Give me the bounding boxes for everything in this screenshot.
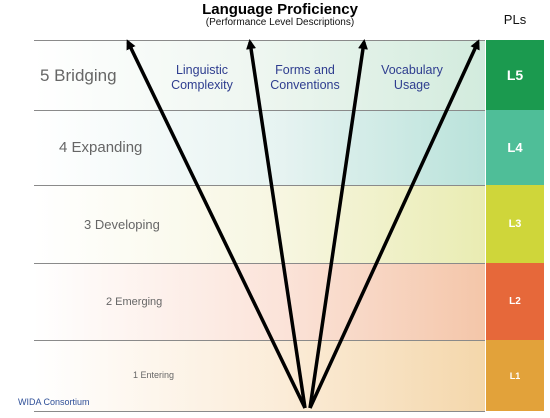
- level-label-2: 2 Emerging: [106, 296, 163, 308]
- diagram-title: Language Proficiency: [202, 1, 358, 18]
- divider-4-3: [34, 185, 485, 186]
- band-level-4: [34, 110, 485, 185]
- arrow-up-left-outer: [126, 39, 307, 409]
- credit-text: WIDA Consortium: [18, 397, 90, 407]
- pl-cell-l1: L1: [486, 340, 544, 412]
- diagram-subtitle: (Performance Level Descriptions): [205, 17, 355, 28]
- arrow-up-left-inner: [246, 39, 307, 409]
- arrow-up-right-inner: [308, 39, 368, 409]
- divider-top: [34, 40, 485, 41]
- pl-cell-l2: L2: [486, 263, 544, 341]
- band-level-1: [34, 340, 485, 411]
- band-level-3: [34, 185, 485, 263]
- level-label-3: 3 Developing: [84, 217, 160, 232]
- divider-3-2: [34, 263, 485, 264]
- column-label-forms-conventions: Forms and Conventions: [270, 63, 340, 92]
- level-label-1: 1 Entering: [133, 370, 175, 380]
- band-level-2: [34, 263, 485, 340]
- divider-2-1: [34, 340, 485, 341]
- level-label-4: 4 Expanding: [59, 139, 143, 156]
- pls-column-header: PLs: [503, 12, 527, 27]
- arrow-up-right-outer: [308, 39, 480, 409]
- column-label-vocabulary-usage: Vocabulary Usage: [381, 63, 443, 92]
- level-label-5: 5 Bridging: [40, 66, 117, 85]
- pl-cell-l4: L4: [486, 110, 544, 186]
- pl-cell-l3: L3: [486, 185, 544, 264]
- divider-bottom: [34, 411, 485, 412]
- column-label-linguistic-complexity: Linguistic Complexity: [171, 63, 233, 92]
